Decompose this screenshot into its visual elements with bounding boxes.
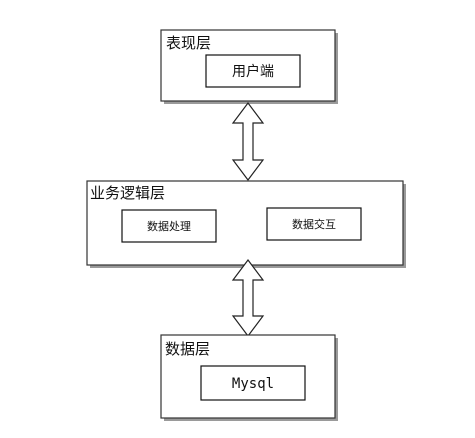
data-interaction-component-label: 数据交互 xyxy=(292,217,336,231)
client-component-label: 用户端 xyxy=(232,63,274,80)
business-data-double-arrow xyxy=(231,259,265,337)
data-layer-title: 数据层 xyxy=(165,340,210,358)
presentation-business-double-arrow xyxy=(231,102,265,181)
data-processing-component-label: 数据处理 xyxy=(147,219,191,233)
mysql-component-box xyxy=(200,365,306,401)
mysql-component-label: Mysql xyxy=(232,376,274,392)
client-component-box xyxy=(205,54,301,88)
business-logic-layer: 业务逻辑层 数据处理 数据交互 xyxy=(86,180,406,268)
business-logic-layer-title: 业务逻辑层 xyxy=(90,184,165,202)
presentation-layer-title: 表现层 xyxy=(166,34,211,52)
presentation-layer: 表现层 用户端 xyxy=(160,29,338,104)
data-layer: 数据层 Mysql xyxy=(160,334,338,421)
data-processing-component-box xyxy=(121,209,217,243)
data-interaction-component-box xyxy=(266,207,362,241)
